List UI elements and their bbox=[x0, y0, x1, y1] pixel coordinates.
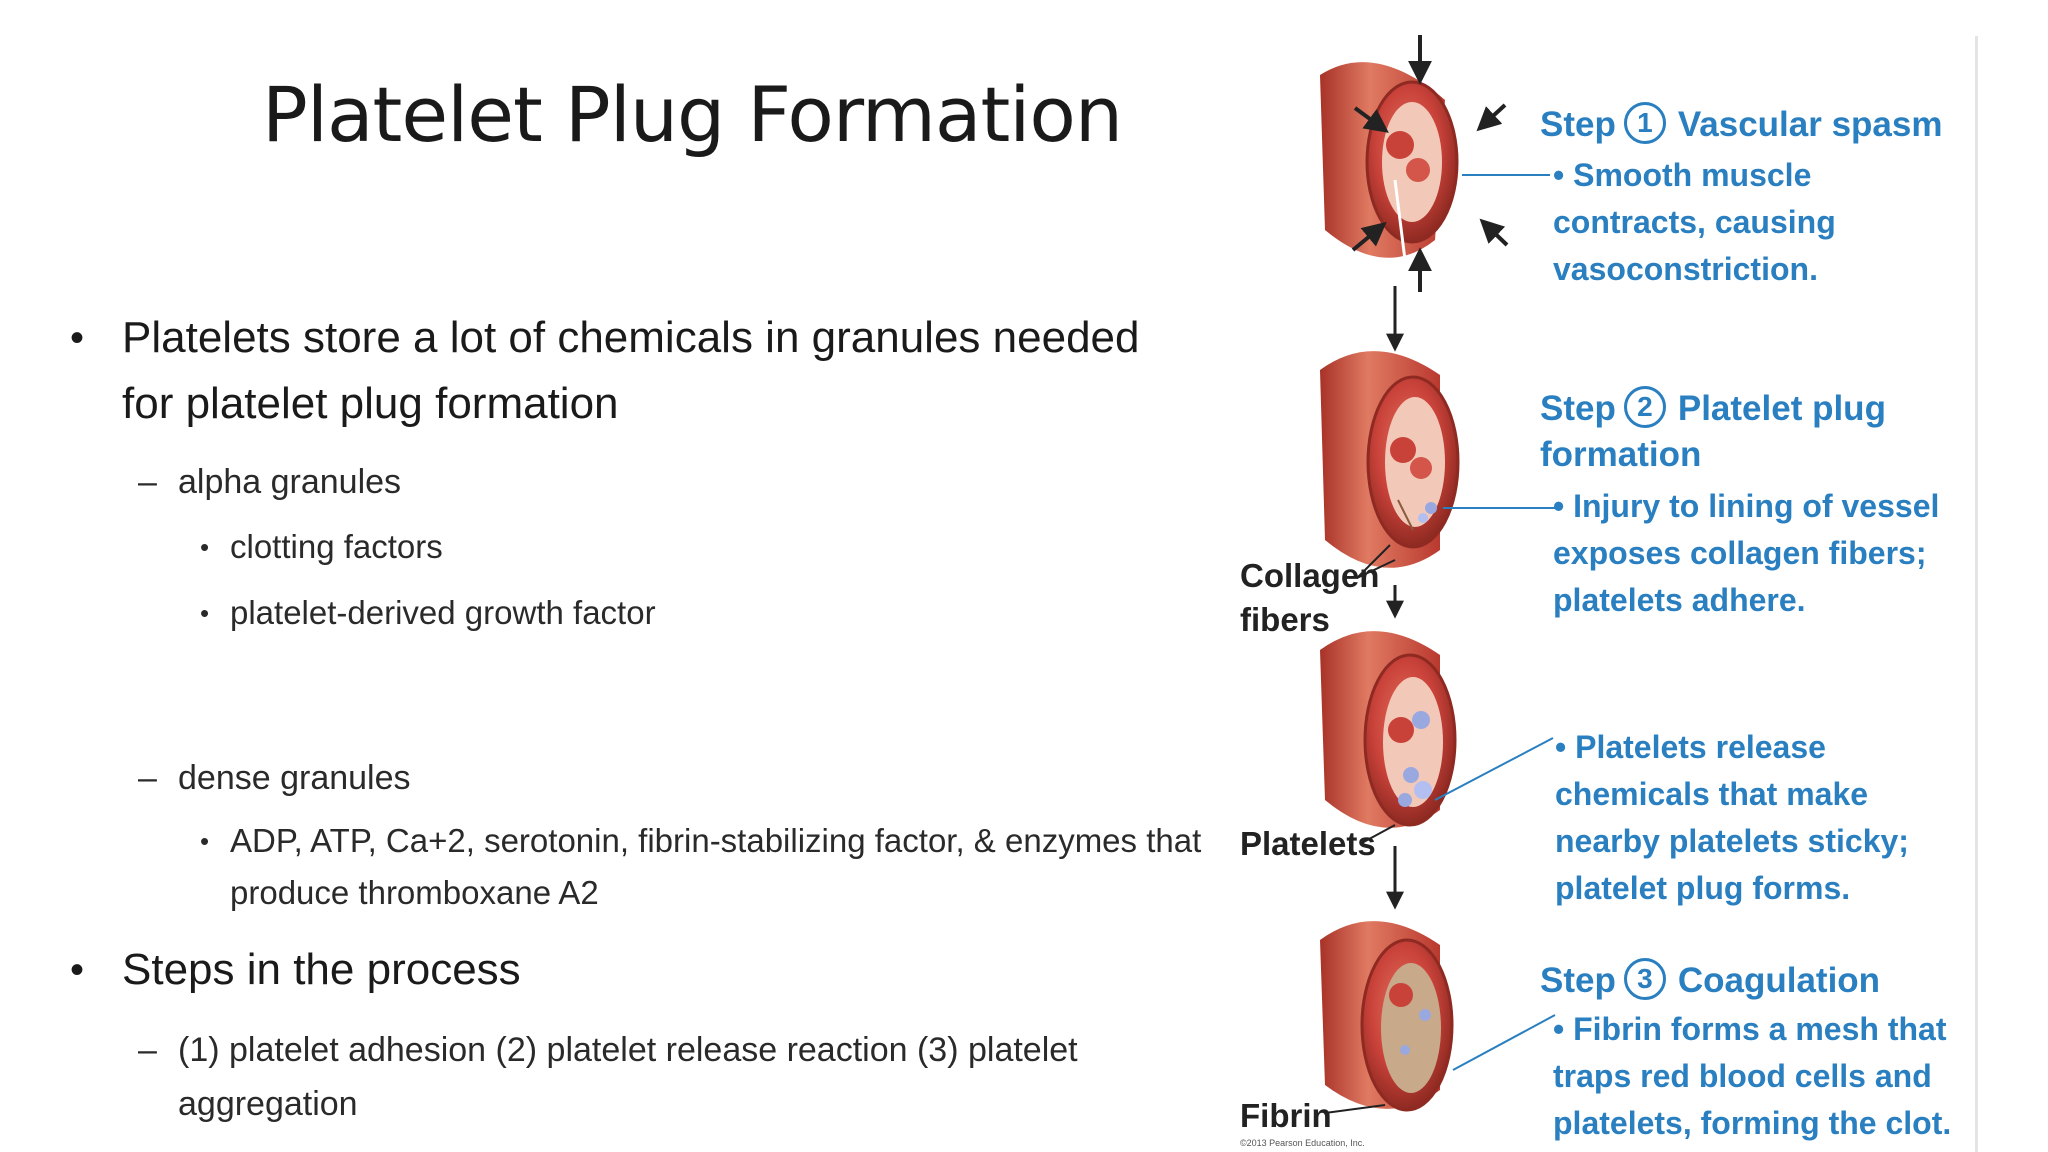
step2-release-description: • Platelets release chemicals that make … bbox=[1555, 729, 1909, 906]
step-label: Step bbox=[1540, 389, 1616, 428]
vessel-step4-clot bbox=[1320, 921, 1454, 1112]
bullet-text: alpha granules bbox=[178, 463, 402, 501]
copyright-credit: ©2013 Pearson Education, Inc. bbox=[1240, 1138, 1365, 1148]
bullet-dot: • bbox=[70, 948, 85, 992]
bullet-text: clotting factors bbox=[230, 528, 443, 565]
step-number-badge: 2 bbox=[1623, 385, 1666, 428]
bullet-text: platelet-derived growth factor bbox=[230, 594, 656, 631]
spasm-arrows bbox=[1351, 35, 1509, 292]
step3-description: • Fibrin forms a mesh that traps red blo… bbox=[1553, 1011, 1952, 1141]
bullet-dot: • bbox=[200, 598, 210, 628]
slide-edge-divider bbox=[1975, 36, 1978, 1152]
step-title: Coagulation bbox=[1677, 961, 1881, 1000]
platelets-label: Platelets bbox=[1240, 825, 1376, 862]
vessel-illustration bbox=[1320, 35, 1556, 1114]
bullet-dot: • bbox=[70, 316, 85, 360]
step-label: Step bbox=[1540, 961, 1616, 1000]
bullet-dash: – bbox=[138, 1031, 157, 1069]
bullet-dash: – bbox=[138, 759, 157, 797]
bullet-text: (1) platelet adhesion (2) platelet relea… bbox=[178, 1031, 1078, 1123]
bullet-dot: • bbox=[200, 826, 210, 856]
vessel-step3-platelet-plug bbox=[1320, 631, 1457, 828]
bullet-text: ADP, ATP, Ca+2, serotonin, fibrin-stabil… bbox=[230, 822, 1202, 911]
step-number-badge: 3 bbox=[1623, 957, 1666, 1000]
step2-description: • Injury to lining of vessel exposes col… bbox=[1553, 488, 1940, 618]
step-title: Vascular spasm bbox=[1677, 105, 1943, 144]
step-label: Step bbox=[1540, 105, 1616, 144]
bullet-dash: – bbox=[138, 463, 157, 501]
bullet-text: Steps in the process bbox=[122, 945, 521, 994]
fibrin-label: Fibrin bbox=[1240, 1097, 1332, 1134]
vessel-step1 bbox=[1320, 62, 1459, 261]
step-title: Platelet plug formation bbox=[1540, 389, 1886, 474]
collagen-fibers-label: Collagen fibers bbox=[1240, 557, 1380, 638]
step1-description: • Smooth muscle contracts, causing vasoc… bbox=[1553, 157, 1836, 287]
vessel-step2 bbox=[1320, 351, 1460, 568]
bullet-text: Platelets store a lot of chemicals in gr… bbox=[122, 313, 1140, 428]
bullet-text: dense granules bbox=[178, 759, 411, 797]
bullet-dot: • bbox=[200, 532, 210, 562]
step-number-badge: 1 bbox=[1623, 101, 1666, 144]
slide-title: Platelet Plug Formation bbox=[262, 70, 1123, 159]
